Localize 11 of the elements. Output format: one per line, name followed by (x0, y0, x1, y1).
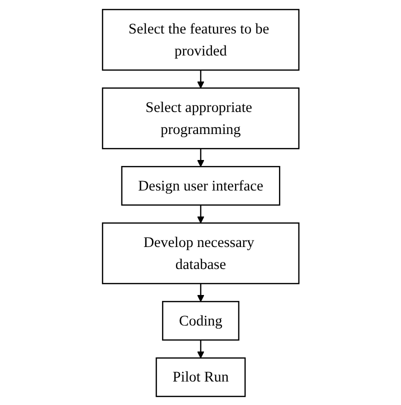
node-box: Develop necessary database (102, 222, 300, 284)
arrow (196, 70, 204, 88)
node-box: Design user interface (120, 165, 280, 206)
arrow (196, 148, 204, 166)
node-box: Pilot Run (156, 356, 246, 397)
node-box: Select the features to be provided (102, 8, 300, 70)
node-box: Coding (162, 300, 240, 340)
node-box: Select appropriate programming (102, 86, 300, 149)
arrow (196, 283, 204, 302)
arrow (196, 204, 204, 223)
arrow (196, 340, 204, 358)
